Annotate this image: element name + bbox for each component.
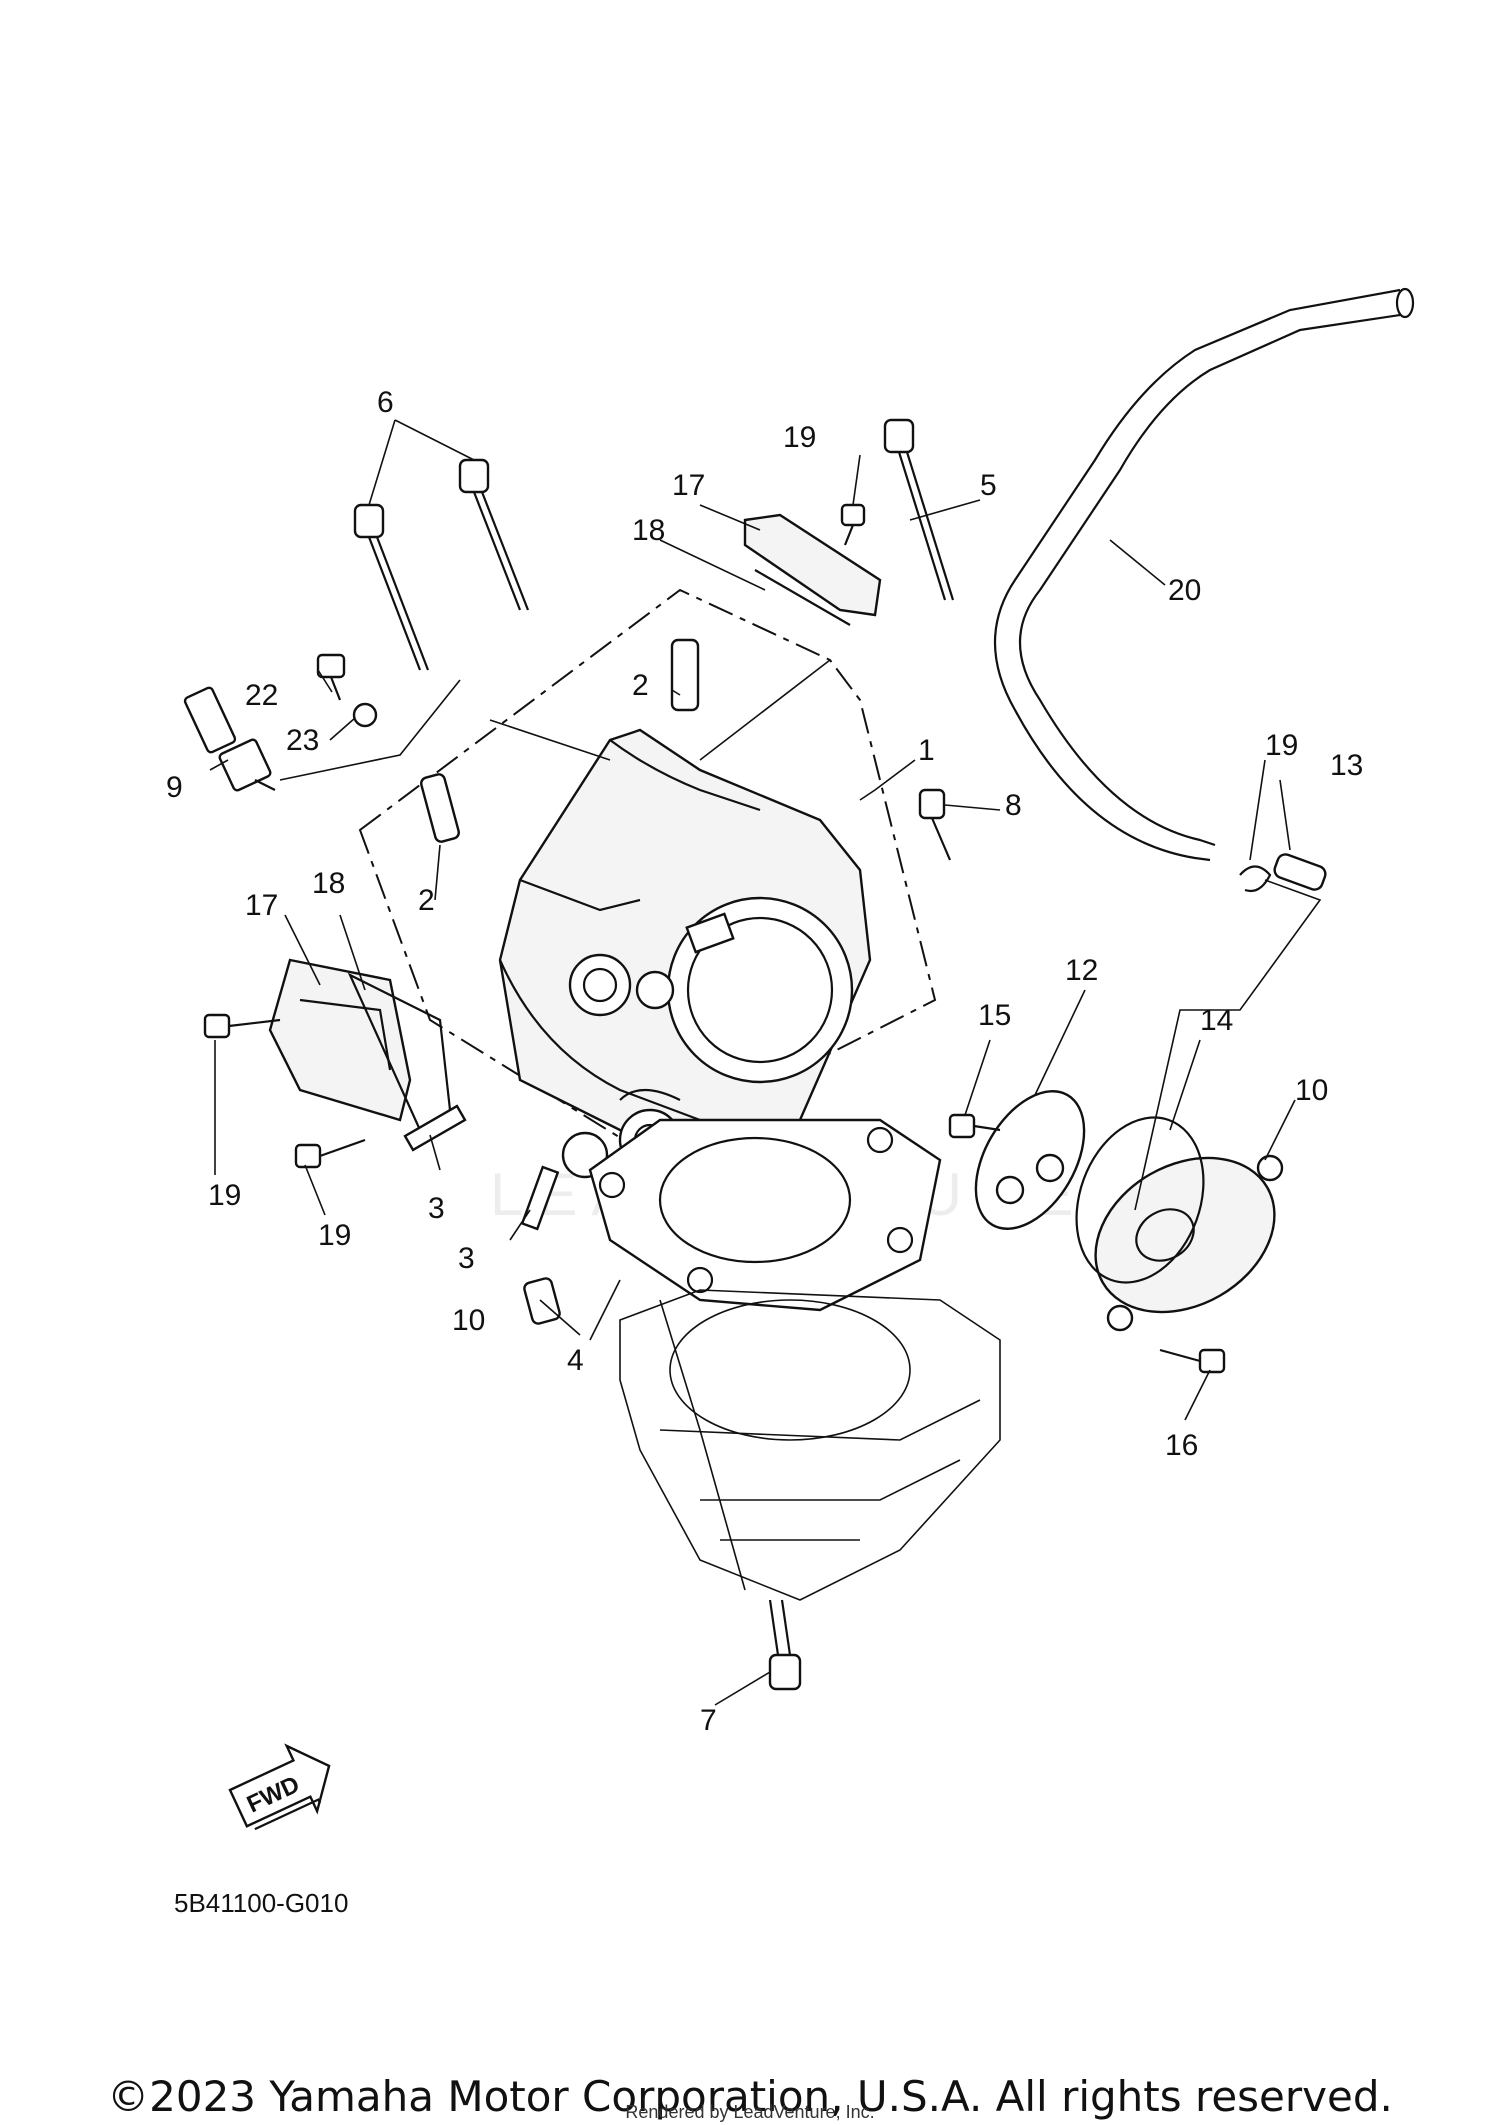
cylinder-block [619, 1289, 1001, 1601]
callout-14: 14 [1200, 1004, 1233, 1037]
bolt-6a[interactable] [353, 503, 430, 671]
callout-8: 8 [1005, 789, 1022, 822]
copyright-notice: ©2023 Yamaha Motor Corporation, U.S.A. A… [107, 2072, 1393, 2121]
callout-2-top: 2 [632, 669, 649, 702]
cover-top[interactable] [743, 513, 882, 617]
callout-18-top: 18 [632, 514, 665, 547]
callout-1: 1 [918, 734, 935, 767]
callout-6: 6 [377, 386, 394, 419]
callout-15: 15 [978, 999, 1011, 1032]
breather-hose[interactable] [994, 287, 1415, 862]
callout-18-left: 18 [312, 867, 345, 900]
side-cover-right[interactable] [1068, 1127, 1303, 1343]
callout-16: 16 [1165, 1429, 1198, 1462]
o-ring-right[interactable] [1055, 1100, 1226, 1301]
callout-5: 5 [980, 469, 997, 502]
rendered-by-credit: Rendered by LeadVenture, Inc. [625, 2102, 875, 2122]
callout-9: 9 [166, 771, 183, 804]
bolt-15[interactable] [948, 1113, 1001, 1139]
callout-11: 10 [1295, 1074, 1328, 1107]
callout-13: 13 [1330, 749, 1363, 782]
callout-20: 20 [1168, 574, 1201, 607]
callout-17-left: 17 [245, 889, 278, 922]
bolt-22[interactable] [316, 653, 346, 701]
stud-3b[interactable] [520, 1165, 560, 1231]
dowel-2-top[interactable] [670, 638, 700, 712]
dowel-2-left[interactable] [420, 773, 460, 843]
callout-19-top: 19 [783, 421, 816, 454]
callout-12: 12 [1065, 954, 1098, 987]
callout-19-left-b: 19 [318, 1219, 351, 1252]
callout-3-b: 3 [458, 1242, 475, 1275]
plate[interactable] [954, 1073, 1107, 1248]
bolt-19-top[interactable] [840, 503, 866, 546]
bolt-16[interactable] [1159, 1348, 1226, 1374]
cylinder-head[interactable] [498, 728, 872, 1179]
callout-23: 23 [286, 724, 319, 757]
clip-21[interactable] [1239, 865, 1272, 893]
washer-23[interactable] [352, 702, 378, 728]
bolt-19-left-a[interactable] [203, 1013, 281, 1039]
intake-cover-left[interactable] [268, 958, 412, 1122]
callout-17-top: 17 [672, 469, 705, 502]
callout-4: 4 [567, 1344, 584, 1377]
callout-21: 19 [1265, 729, 1298, 762]
head-outline-dashed [358, 588, 937, 1152]
bolt-6b[interactable] [458, 458, 530, 611]
stud-3a[interactable] [403, 1104, 467, 1152]
callout-22: 22 [245, 679, 278, 712]
bolt-7[interactable] [768, 1599, 802, 1691]
callout-7: 7 [700, 1704, 717, 1737]
bolt-5[interactable] [883, 418, 955, 601]
bolt-19-left-b[interactable] [294, 1138, 366, 1169]
callout-10: 10 [452, 1304, 485, 1337]
leader-lines [209, 419, 1322, 1706]
callout-2-left: 2 [418, 884, 435, 917]
fwd-arrow: FWD [228, 1743, 331, 1831]
head-gasket[interactable] [588, 1118, 942, 1312]
gasket-top[interactable] [754, 569, 851, 626]
callout-19-left-a: 19 [208, 1179, 241, 1212]
callout-labels: 6 19 17 18 5 20 2 22 23 9 1 19 13 8 2 17… [166, 386, 1363, 1737]
spark-plug-9[interactable] [183, 686, 276, 792]
bolt-8[interactable] [918, 788, 952, 861]
fitting-13[interactable] [1272, 852, 1327, 892]
diagram-code: 5B41100-G010 [174, 1888, 349, 1918]
callout-3-a: 3 [428, 1192, 445, 1225]
